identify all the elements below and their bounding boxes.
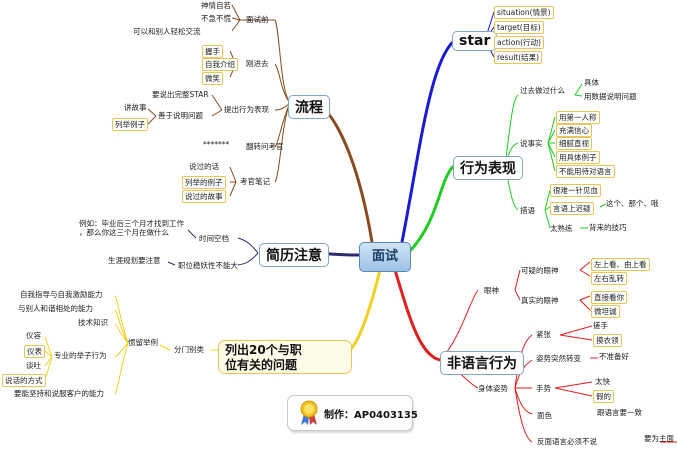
flow-note-item: 列举的例子 (182, 176, 226, 189)
flow-before-item: 可以和别人轻松交流 (133, 27, 201, 36)
questions-dress-item: 谈吐 (26, 361, 41, 370)
behavior-speak-label: 说事实 (520, 139, 543, 148)
behavior-speak-item: 用具体例子 (556, 151, 600, 164)
flow-reverse-prefix: ******* (203, 140, 230, 149)
flow-before-item: 不急不慌 (201, 14, 231, 23)
questions-item: 要能坚持和说服客户的能力 (14, 389, 104, 398)
behavior-words-item: 这个、那个、哦 (606, 199, 659, 208)
questions-split: 分门别类 (174, 345, 204, 354)
nonverbal-hands-item: 太快 (595, 377, 610, 386)
flow-phase-present: 提出行为表现 (224, 105, 269, 114)
nonverbal-eye-real: 真实的眼神 (521, 296, 559, 305)
nonverbal-face-item: 跟语言要一致 (597, 408, 642, 417)
nonverbal-face: 面色 (537, 411, 552, 420)
nonverbal-eye-real-item: 微坦诚 (591, 305, 620, 318)
resume-example: 例如：毕业后三个月才找到工作 ，那么你这三个月在做什么 (79, 219, 184, 237)
behavior-past-item: 具体 (584, 78, 599, 87)
flow-before-item: 神情自若 (201, 1, 231, 10)
flow-present-item: 善于说明问题 (158, 111, 203, 120)
flow-phase-enter: 刚进去 (246, 59, 269, 68)
behavior-words-item: 言语上迟疑 (550, 202, 594, 215)
nonverbal-tense: 紧张 (536, 330, 551, 339)
star-item: action(行动) (494, 36, 544, 49)
topic-star: star (452, 31, 498, 51)
nonverbal-eye-fake-item: 左右乱转 (591, 272, 627, 285)
medal-icon (300, 400, 318, 425)
resume-career: 生涯规划要注意 (108, 256, 161, 265)
questions-dress-item: 仪容 (26, 331, 41, 340)
flow-present-item: 要说出完整STAR (152, 90, 209, 99)
nonverbal-body-label: 身体姿势 (478, 384, 508, 393)
flow-present-item: 讲故事 (124, 103, 147, 112)
behavior-words-item: 很难一针见血 (550, 184, 601, 197)
questions-dress-label: 专业的举子行为 (54, 351, 107, 360)
flow-phase-notes: 考官笔记 (240, 177, 270, 186)
flow-phase-before: 面试前 (246, 15, 269, 24)
branch-questions-line (348, 269, 382, 352)
branch-behavior-line (407, 163, 456, 254)
flow-note-item: 说过的故事 (182, 190, 226, 203)
nonverbal-eye-label: 眼神 (484, 286, 499, 295)
flow-phase-reverse: 翻转问考官 (246, 142, 284, 151)
behavior-past-item: 用数据说明问题 (584, 92, 637, 101)
topic-nonverbal: 非语言行为 (440, 351, 524, 375)
branch-nonverbal-line (393, 269, 441, 362)
behavior-past-label: 过去做过什么 (520, 86, 565, 95)
flow-enter-item: 微笑 (202, 72, 223, 85)
questions-item: 技术知识 (78, 318, 108, 327)
nonverbal-eye-fake-item: 左上看、由上看 (591, 258, 650, 271)
questions-item: 自我指导与自我激励能力 (20, 290, 103, 299)
nonverbal-eye-real-item: 直接看你 (591, 291, 627, 304)
behavior-speak-item: 细腻直视 (556, 137, 592, 150)
nonverbal-sudden: 姿势突然转变 (536, 354, 581, 363)
topic-flow: 流程 (288, 95, 330, 119)
nonverbal-contra: 反面语言必须不说 (537, 437, 597, 446)
credit-text: 制作：AP0403135 (324, 410, 418, 421)
flow-note-item: 说过的话 (189, 162, 219, 171)
topic-behavior: 行为表现 (453, 156, 523, 180)
resume-stability: 职位稳妖性不能大 (178, 261, 238, 270)
topic-questions: 列出20个与职 位有关的问题 (218, 340, 352, 374)
star-item: target(目标) (494, 21, 544, 34)
questions-item: 与别人和谐相处的能力 (18, 304, 93, 313)
nonverbal-tense-item: 摸衣领 (593, 334, 622, 347)
behavior-speak-item: 充满信心 (556, 124, 592, 137)
behavior-words-label: 措语 (520, 206, 535, 215)
resume-gap: 时间空档 (199, 234, 229, 243)
nonverbal-contra-item: 要为主面 (644, 434, 674, 443)
star-item: result(结果) (494, 51, 543, 64)
flow-enter-item: 握手 (202, 45, 223, 58)
questions-example: 惯留举例 (128, 338, 158, 347)
star-item: situation(情景) (494, 6, 554, 19)
nonverbal-hands-item: 假的 (593, 390, 614, 403)
flow-present-item: 列举例子 (112, 118, 148, 131)
nonverbal-tense-item: 搓手 (593, 321, 608, 330)
questions-dress-item: 说话的方式 (2, 374, 46, 387)
behavior-words-item: 背来的技巧 (589, 223, 627, 232)
credit-badge: 制作：AP0403135 (287, 395, 418, 431)
nonverbal-eye-fake: 可疑的眼神 (521, 266, 559, 275)
questions-dress-item: 仪表 (24, 345, 45, 358)
branch-flow-line (317, 101, 374, 243)
topic-resume: 简历注意 (259, 243, 329, 267)
flow-enter-item: 自我介绍 (202, 58, 238, 71)
nonverbal-hands: 手势 (536, 384, 551, 393)
center-topic: 面试 (359, 242, 411, 272)
behavior-speak-item: 不能用待对语言 (556, 165, 615, 178)
branch-star-line (400, 38, 456, 243)
behavior-speak-item: 用第一人称 (556, 111, 600, 124)
nonverbal-sudden-item: 不准备好 (599, 352, 629, 361)
behavior-words-item: 太熟练 (550, 224, 573, 233)
